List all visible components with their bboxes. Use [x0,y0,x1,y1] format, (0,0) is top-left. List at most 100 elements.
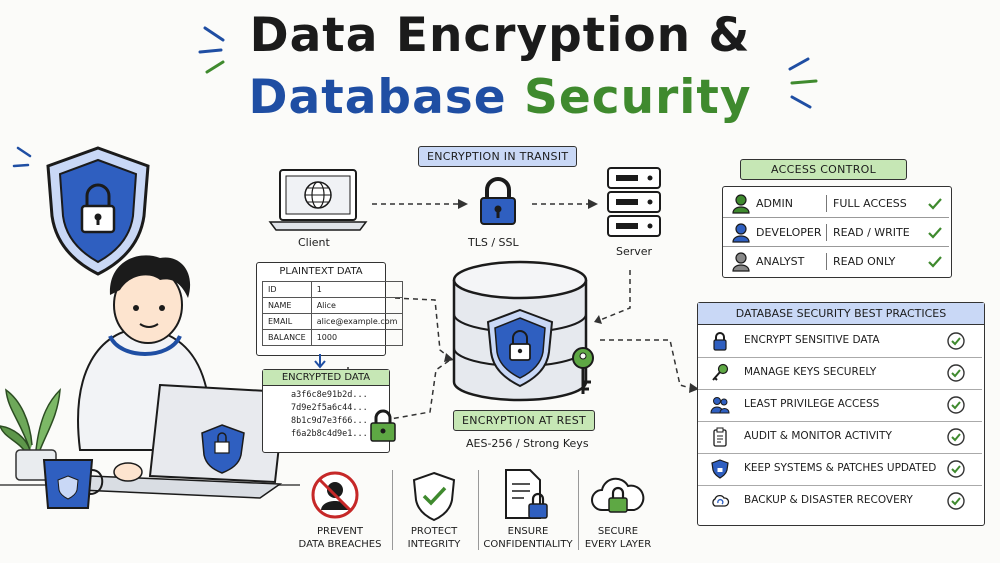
permission-label: FULL ACCESS [833,197,907,210]
encrypted-heading: ENCRYPTED DATA [263,370,389,386]
benefit-line: CONFIDENTIALITY [483,539,573,550]
sparkle-icon [198,26,225,74]
check-circle-icon [947,332,965,350]
table-cell: ID [262,281,312,298]
shield-icon [711,459,729,479]
check-circle-icon [947,428,965,446]
benefit-prevent: PREVENT DATA BREACHES [290,525,390,551]
server-icon [607,167,661,237]
role-label: ADMIN [756,197,793,210]
benefit-line: DATA BREACHES [298,539,382,550]
role-label: ANALYST [756,255,805,268]
title-word-database: Database [248,70,507,125]
client-label: Client [298,236,330,249]
access-row-analyst: ANALYST READ ONLY [723,248,949,275]
table-cell: EMAIL [262,313,312,330]
best-practice-item: AUDIT & MONITOR ACTIVITY [698,421,982,454]
arrow-down-icon [314,354,326,369]
benefit-line: PREVENT [316,526,364,537]
tls-label: TLS / SSL [468,236,519,249]
best-practice-item: LEAST PRIVILEGE ACCESS [698,389,982,422]
benefit-line: EVERY LAYER [584,539,652,550]
plaintext-heading: PLAINTEXT DATA [279,266,363,277]
table-cell: 1 [310,281,404,298]
shield-lock-icon [46,146,150,276]
access-row-developer: DEVELOPER READ / WRITE [723,219,949,247]
users-icon [710,397,730,414]
transit-heading: ENCRYPTION IN TRANSIT [418,146,578,167]
lock-icon [370,409,396,442]
rest-heading: ENCRYPTION AT REST [453,410,596,431]
check-circle-icon [947,396,965,414]
divider [578,470,579,550]
title-line-2: Database Security [0,70,1000,125]
rest-subtitle: AES-256 / Strong Keys [466,437,589,450]
cipher-text: a3f6c8e91b2d... [291,390,368,400]
hacker-blocked-icon [311,471,359,519]
user-icon [732,223,750,243]
table-cell: Alice [310,297,404,314]
divider [478,470,479,550]
benefit-secure: SECURE EVERY LAYER [568,525,668,551]
best-practice-item: KEEP SYSTEMS & PATCHES UPDATED [698,453,982,486]
title-word-security: Security [524,70,752,125]
check-icon [928,198,942,210]
user-icon [732,194,750,214]
table-cell: 1000 [310,329,404,346]
sparkle-icon [788,57,818,109]
permission-label: READ ONLY [833,255,896,268]
cipher-text: 7d9e2f5a6c44... [291,403,368,413]
best-practice-label: ENCRYPT SENSITIVE DATA [744,334,880,346]
best-practice-label: BACKUP & DISASTER RECOVERY [744,494,913,506]
encrypted-card: ENCRYPTED DATA a3f6c8e91b2d... 7d9e2f5a6… [262,369,390,453]
key-icon [572,347,594,394]
laptop-icon [268,169,368,231]
cloud-lock-icon [591,477,645,513]
benefit-line: PROTECT [410,526,458,537]
best-practice-label: KEEP SYSTEMS & PATCHES UPDATED [744,462,937,474]
cipher-text: f6a2b8c4d9e1... [291,429,368,439]
benefit-line: INTEGRITY [407,539,461,550]
sparkle-icon [12,146,32,168]
person-illustration [0,255,300,509]
benefit-line: SECURE [597,526,639,537]
check-circle-icon [947,492,965,510]
check-icon [928,227,942,239]
cloud-icon [712,494,730,507]
document-lock-icon [505,469,548,519]
best-practice-item: MANAGE KEYS SECURELY [698,357,982,390]
access-row-admin: ADMIN FULL ACCESS [723,190,949,218]
check-icon [928,256,942,268]
best-practice-label: LEAST PRIVILEGE ACCESS [744,398,880,410]
best-practice-item: ENCRYPT SENSITIVE DATA [698,325,982,358]
server-label: Server [616,245,653,258]
title-line-1: Data Encryption & [249,8,751,63]
permission-label: READ / WRITE [833,226,910,239]
cipher-text: 8b1c9d7e3f66... [291,416,368,426]
check-circle-icon [947,364,965,382]
key-icon [712,363,729,381]
table-cell: BALANCE [262,329,312,346]
best-practices-panel: DATABASE SECURITY BEST PRACTICES ENCRYPT… [697,302,985,526]
check-circle-icon [947,460,965,478]
divider [392,470,393,550]
access-table: ADMIN FULL ACCESS DEVELOPER READ / WRITE… [722,186,952,278]
table-cell: alice@example.com [310,313,404,330]
best-practice-item: BACKUP & DISASTER RECOVERY [698,485,982,517]
access-heading: ACCESS CONTROL [740,159,908,180]
clipboard-icon [713,427,727,447]
lock-icon [713,332,727,351]
best-practice-label: MANAGE KEYS SECURELY [744,366,877,378]
benefit-line: ENSURE [507,526,549,537]
best-practices-heading: DATABASE SECURITY BEST PRACTICES [698,303,984,325]
table-cell: NAME [262,297,312,314]
best-practice-label: AUDIT & MONITOR ACTIVITY [744,430,892,442]
shield-check-icon [412,471,456,522]
benefit-protect: PROTECT INTEGRITY [384,525,484,551]
